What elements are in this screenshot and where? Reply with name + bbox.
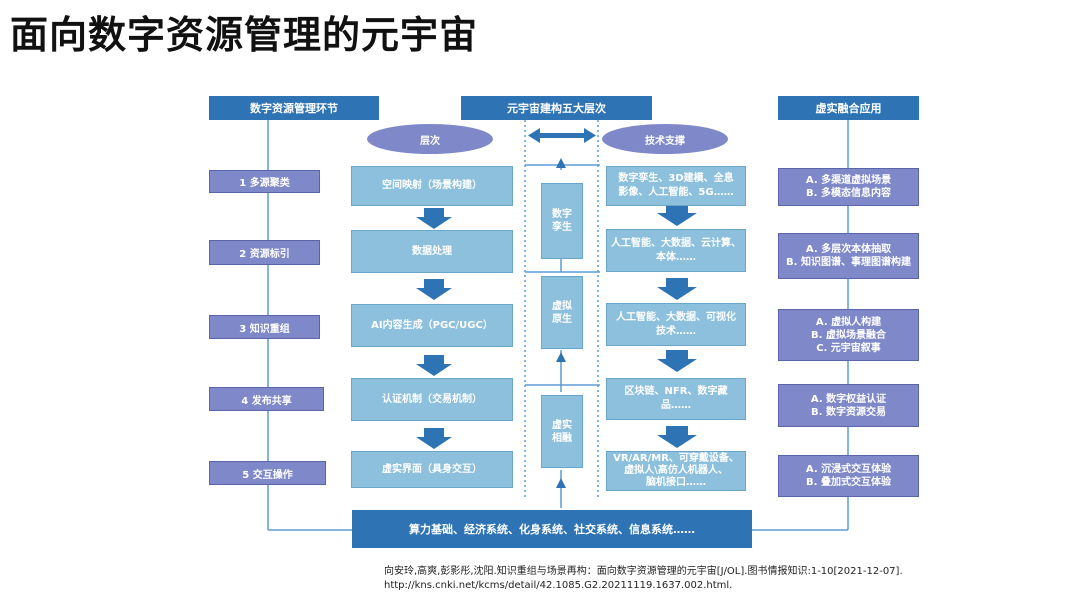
step-2: 2 资源标引 — [209, 240, 320, 265]
layer-interface: 虚实界面（具身交互） — [351, 451, 513, 488]
header-resource-management: 数字资源管理环节 — [209, 96, 379, 120]
step-5: 5 交互操作 — [209, 461, 326, 485]
app-box-5: A. 沉浸式交互体验 B. 叠加式交互体验 — [778, 455, 919, 497]
step-3: 3 知识重组 — [209, 315, 320, 339]
tech-box-5: VR/AR/MR、可穿戴设备、 虚拟人\高仿人机器人、 脑机接口…… — [606, 451, 746, 491]
tech-box-4: 区块链、NFR、数字藏 品…… — [606, 378, 746, 420]
layer-spatial-mapping: 空间映射（场景构建） — [351, 166, 513, 206]
oval-layers: 层次 — [367, 124, 493, 154]
stage-virtual-native: 虚拟 原生 — [541, 276, 583, 349]
app-box-3: A. 虚拟人构建 B. 虚拟场景融合 C. 元宇宙叙事 — [778, 309, 919, 361]
foundation-bar: 算力基础、经济系统、化身系统、社交系统、信息系统…… — [352, 510, 752, 548]
header-applications: 虚实融合应用 — [778, 96, 919, 120]
step-4: 4 发布共享 — [209, 387, 324, 411]
app-box-1: A. 多渠道虚拟场景 B. 多模态信息内容 — [778, 168, 919, 206]
layer-authentication: 认证机制（交易机制） — [351, 378, 513, 421]
app-box-4: A. 数字权益认证 B. 数字资源交易 — [778, 384, 919, 427]
reference-citation: 向安玲,高爽,彭影彤,沈阳.知识重组与场景再构：面向数字资源管理的元宇宙[J/O… — [384, 566, 903, 591]
layer-data-processing: 数据处理 — [351, 230, 513, 273]
stage-digital-twin: 数字 孪生 — [541, 183, 583, 259]
step-1: 1 多源聚类 — [209, 170, 320, 193]
tech-box-1: 数字孪生、3D建模、全息 影像、人工智能、5G…… — [606, 166, 746, 206]
tech-box-3: 人工智能、大数据、可视化 技术…… — [606, 303, 746, 346]
tech-box-2: 人工智能、大数据、云计算、 本体…… — [606, 229, 746, 272]
stage-virtual-real-fusion: 虚实 相融 — [541, 395, 583, 468]
page-title: 面向数字资源管理的元宇宙 — [10, 13, 479, 57]
oval-tech-support: 技术支撑 — [602, 124, 728, 154]
app-box-2: A. 多层次本体抽取 B. 知识图谱、事理图谱构建 — [778, 233, 919, 279]
header-five-layers: 元宇宙建构五大层次 — [461, 96, 652, 120]
layer-ai-content: AI内容生成（PGC/UGC） — [351, 304, 513, 347]
